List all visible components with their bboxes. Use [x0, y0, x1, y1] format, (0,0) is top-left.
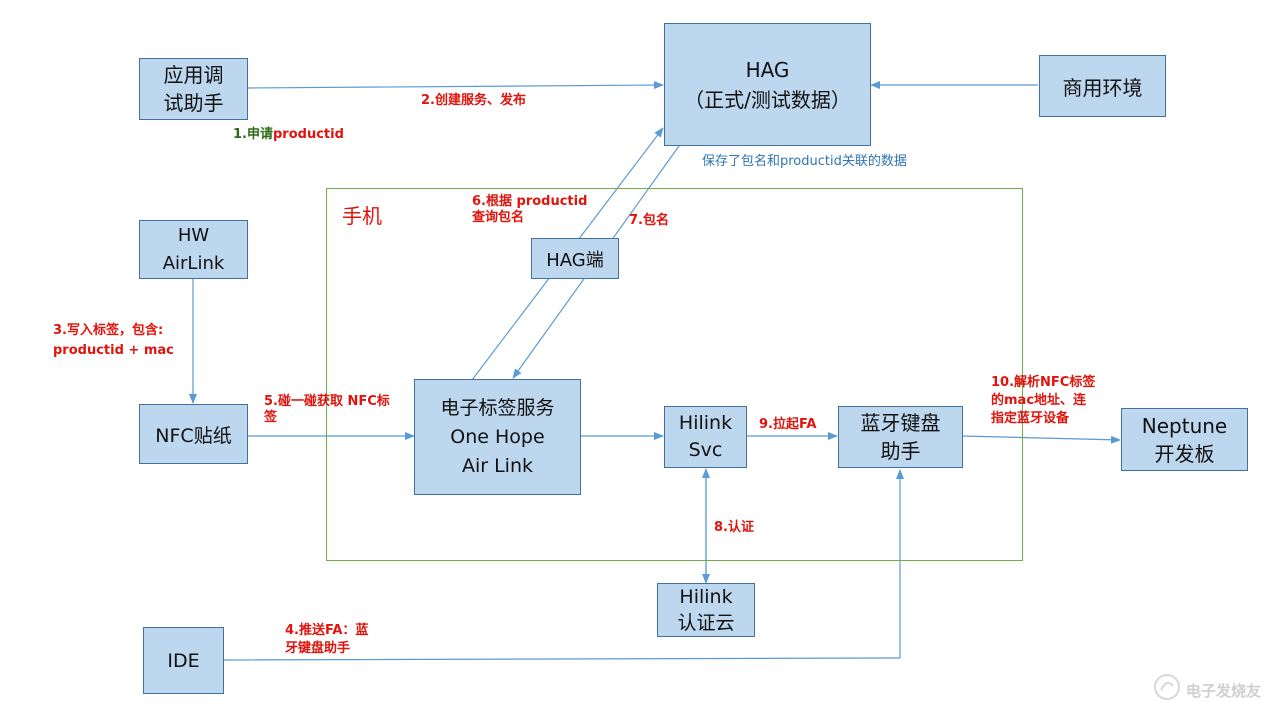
hw-airlink-box: HW AirLink	[139, 220, 248, 279]
phone-frame	[326, 188, 1023, 561]
step9-label: 9.拉起FA	[759, 417, 817, 432]
hag-box: HAG （正式/测试数据）	[664, 23, 871, 146]
step5-label: 5.碰一碰获取 NFC标 签	[264, 394, 390, 425]
tag-service-box: 电子标签服务 One Hope Air Link	[414, 379, 581, 495]
step4-label: 4.推送FA：蓝 牙键盘助手	[285, 623, 369, 656]
phone-title: 手机	[342, 204, 382, 228]
ide-box: IDE	[143, 627, 224, 694]
hag-client-box: HAG端	[531, 238, 619, 279]
step10-label: 10.解析NFC标签 的mac地址、连 指定蓝牙设备	[991, 375, 1096, 426]
hag-note: 保存了包名和productid关联的数据	[702, 154, 907, 169]
bt-keyboard-box: 蓝牙键盘 助手	[838, 406, 963, 468]
step1-suffix: productid	[272, 127, 344, 142]
debug-assistant-box: 应用调 试助手	[139, 58, 248, 120]
neptune-box: Neptune 开发板	[1121, 408, 1248, 471]
watermark-logo-icon	[1154, 674, 1180, 700]
nfc-sticker-box: NFC贴纸	[139, 404, 248, 464]
step6-label: 6.根据 productid 查询包名	[472, 194, 588, 225]
commercial-env-box: 商用环境	[1039, 55, 1166, 117]
arrow-btkeyboard-to-neptune	[961, 435, 1121, 444]
hilink-cloud-box: Hilink 认证云	[657, 583, 755, 637]
step1-label: 1.申请productid	[233, 127, 344, 143]
step7-label: 7.包名	[629, 213, 669, 228]
step2-label: 2.创建服务、发布	[421, 93, 526, 108]
step8-label: 8.认证	[714, 520, 754, 535]
hilink-svc-box: Hilink Svc	[664, 406, 747, 468]
step3-label: 3.写入标签，包含: productid + mac	[53, 323, 174, 358]
step1-prefix: 1.申请	[233, 127, 273, 142]
arrow-ide-to-btkeyboard	[223, 469, 904, 661]
arrow-debug-to-hag	[247, 81, 664, 90]
watermark-text: 电子发烧友	[1186, 682, 1262, 700]
